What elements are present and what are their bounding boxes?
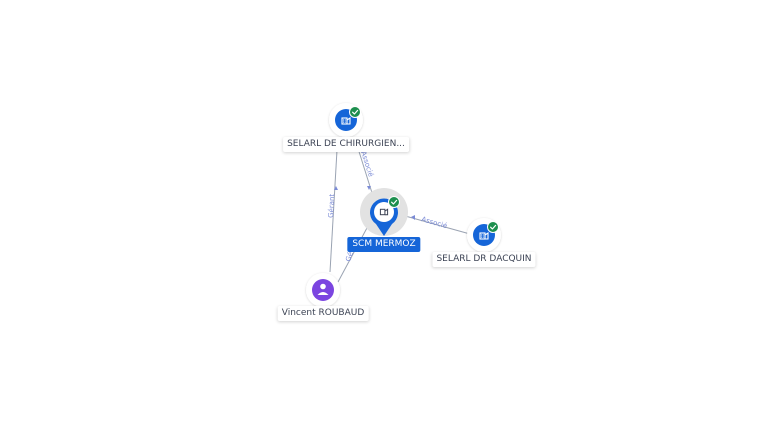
- edge-label-roubaud-chir: Gérant: [327, 193, 336, 218]
- edge-dacquin-scm[interactable]: Associé: [397, 213, 471, 235]
- edge-label-chir-scm: Associé: [359, 150, 375, 178]
- node-label-vincent-roubaud[interactable]: Vincent ROUBAUD: [277, 306, 369, 321]
- node-selarl-chirurgien[interactable]: [329, 103, 363, 137]
- edge-roubaud-chir[interactable]: Gérant: [327, 149, 338, 273]
- edge-label-dacquin-scm: Associé: [420, 215, 448, 230]
- node-label-scm-mermoz[interactable]: SCM MERMOZ: [347, 237, 421, 252]
- node-label-selarl-dacquin[interactable]: SELARL DR DACQUIN: [432, 252, 536, 267]
- verified-badge-icon: [387, 195, 401, 209]
- person-icon: [317, 283, 329, 295]
- edge-roubaud-scm[interactable]: Gér: [337, 225, 369, 283]
- node-selarl-dacquin[interactable]: [467, 218, 501, 252]
- verified-badge-icon: [486, 220, 500, 234]
- node-vincent-roubaud[interactable]: [306, 273, 340, 307]
- building-icon: [379, 208, 389, 216]
- verified-badge-icon: [348, 105, 362, 119]
- node-label-selarl-chirurgien[interactable]: SELARL DE CHIRURGIEN...: [283, 137, 409, 152]
- edge-label-roubaud-scm: Gér: [344, 248, 356, 263]
- node-scm-mermoz[interactable]: [360, 188, 408, 236]
